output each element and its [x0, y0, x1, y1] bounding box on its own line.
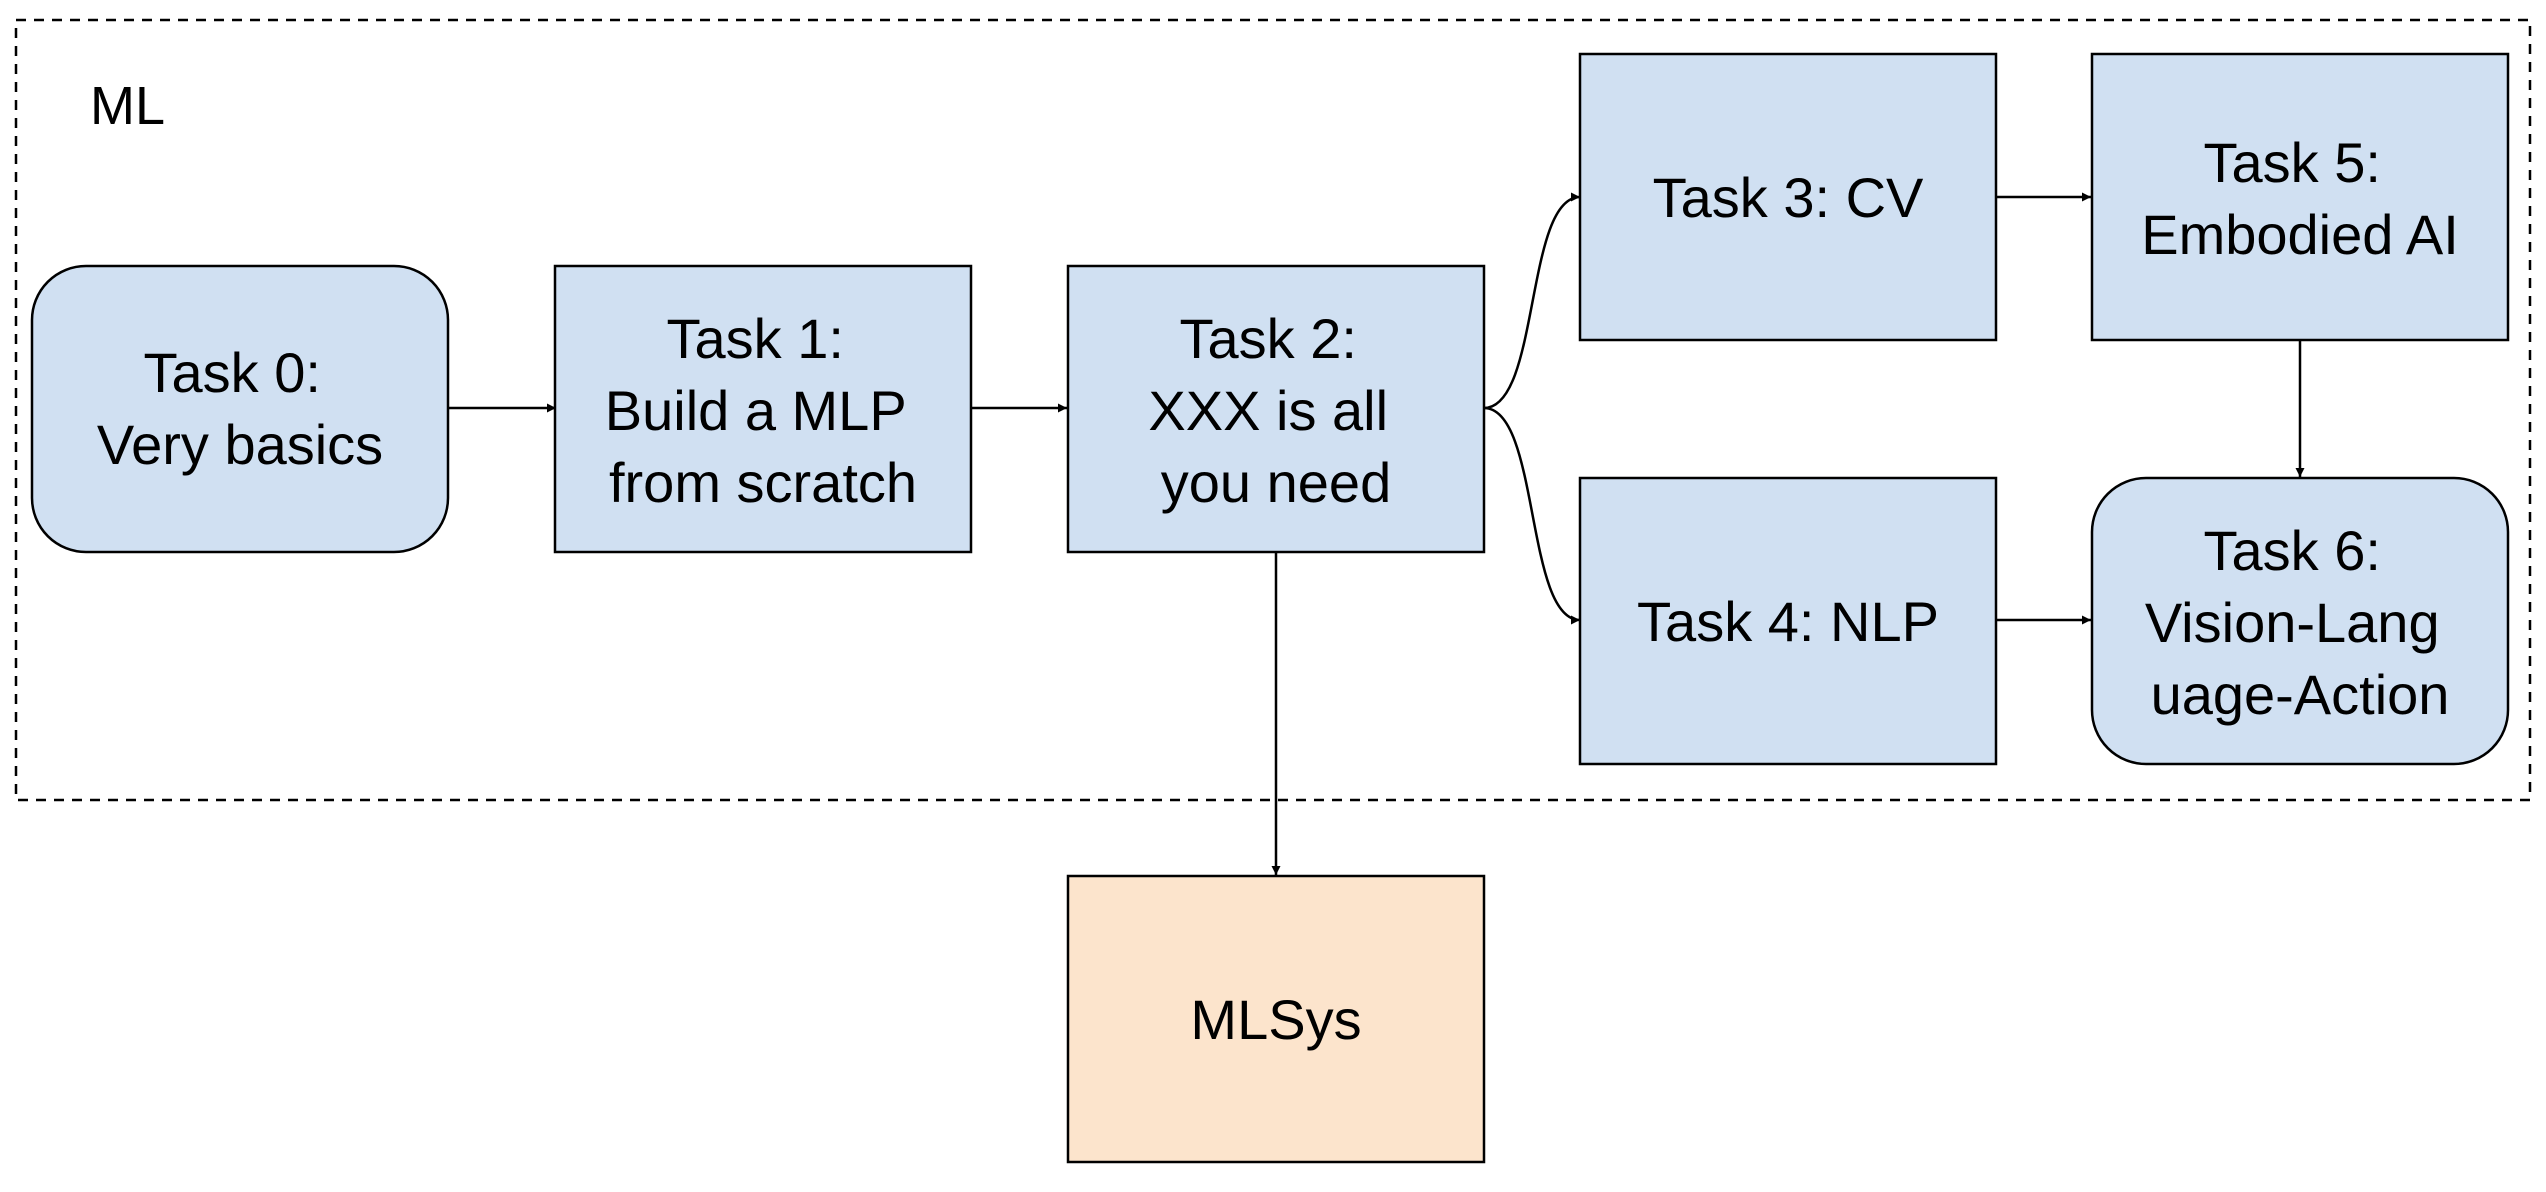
- node-task4-box: [1578, 476, 1998, 766]
- node-task3-line-1: Task 3: CV: [1653, 166, 1924, 229]
- node-task1-line-2: Build a MLP: [605, 379, 906, 442]
- node-task0-line-2: Very basics: [97, 413, 383, 476]
- node-task5-label: Task 5: Embodied AI: [2141, 131, 2459, 266]
- ml-group-border: [14, 18, 2532, 802]
- node-mlsys-box: [1066, 874, 1486, 1164]
- node-task0-box: [30, 264, 450, 554]
- node-task2-label: Task 2: XXX is all you need: [1148, 307, 1403, 514]
- node-mlsys-label: MLSys: [1190, 988, 1361, 1051]
- node-task6: Task 6: Vision-Lang uage-Action: [2090, 476, 2510, 766]
- node-task0-label: Task 0: Very basics: [97, 341, 383, 476]
- ml-group: ML: [14, 18, 2532, 802]
- node-task5: Task 5: Embodied AI: [2090, 52, 2510, 342]
- node-task2-box: [1066, 264, 1486, 554]
- node-task2-line-3: you need: [1161, 451, 1391, 514]
- node-task1-label: Task 1: Build a MLP from scratch: [605, 307, 921, 514]
- node-mlsys: MLSys: [1066, 874, 1486, 1164]
- node-task1: Task 1: Build a MLP from scratch: [553, 264, 973, 554]
- node-task6-box: [2090, 476, 2510, 766]
- node-task0-line-1: Task 0:: [144, 341, 321, 404]
- arrow-task2-task4: [1483, 406, 1581, 625]
- connectors: [448, 192, 2305, 875]
- node-task5-line-2: Embodied AI: [2141, 203, 2459, 266]
- ml-group-label: ML: [90, 76, 165, 136]
- node-task2-line-2: XXX is all: [1148, 379, 1388, 442]
- node-task2-line-1: Task 2:: [1180, 307, 1357, 370]
- node-task4: Task 4: NLP: [1578, 476, 1998, 766]
- node-task5-line-1: Task 5:: [2204, 131, 2381, 194]
- node-mlsys-line-1: MLSys: [1190, 988, 1361, 1051]
- node-task3-label: Task 3: CV: [1653, 166, 1924, 229]
- node-task1-line-3: from scratch: [609, 451, 917, 514]
- node-task3-box: [1578, 52, 1998, 342]
- node-task4-line-1: Task 4: NLP: [1637, 590, 1939, 653]
- node-task4-label: Task 4: NLP: [1637, 590, 1939, 653]
- node-task0: Task 0: Very basics: [30, 264, 450, 554]
- node-task5-box: [2090, 52, 2510, 342]
- node-task3: Task 3: CV: [1578, 52, 1998, 342]
- node-task1-line-1: Task 1:: [667, 307, 844, 370]
- node-task6-line-3: uage-Action: [2151, 663, 2450, 726]
- node-task6-line-1: Task 6:: [2204, 519, 2381, 582]
- node-task6-label: Task 6: Vision-Lang uage-Action: [2145, 519, 2455, 726]
- node-task6-line-2: Vision-Lang: [2145, 591, 2440, 654]
- node-task2: Task 2: XXX is all you need: [1066, 264, 1486, 554]
- arrow-task2-task3: [1483, 192, 1581, 410]
- node-task1-box: [553, 264, 973, 554]
